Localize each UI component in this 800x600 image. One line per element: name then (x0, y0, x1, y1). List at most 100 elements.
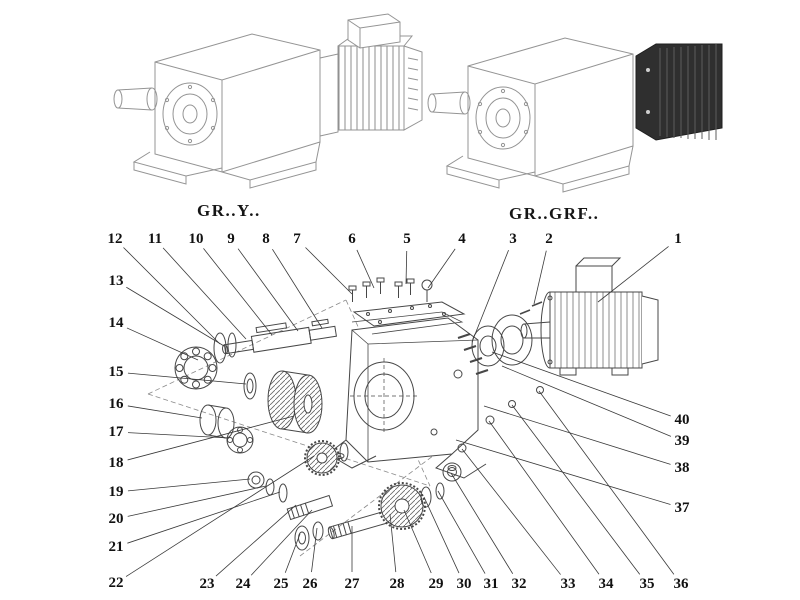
shaft-key-small (311, 318, 329, 327)
callout-number-19: 19 (109, 484, 124, 500)
leader-line-10 (203, 248, 273, 336)
leader-line-38 (483, 405, 671, 465)
leader-line-11 (162, 247, 247, 340)
leader-line-34 (488, 420, 600, 575)
leader-line-13 (126, 286, 225, 347)
leader-line-17 (127, 432, 230, 439)
cover-bolts (348, 277, 433, 302)
flange-screws (519, 301, 543, 315)
leader-line-39 (501, 365, 672, 437)
callout-number-35: 35 (640, 576, 655, 592)
bearing-large (174, 346, 218, 390)
callout-number-39: 39 (675, 433, 690, 449)
leader-line-12 (123, 247, 221, 345)
leader-line-9 (237, 248, 299, 332)
callout-number-3: 3 (509, 231, 517, 247)
leader-line-15 (127, 372, 247, 385)
leader-line-2 (533, 250, 547, 305)
callout-number-17: 17 (109, 424, 125, 440)
output-rings-bearing (420, 386, 544, 508)
retaining-ring (243, 372, 257, 400)
output-gear (378, 482, 426, 530)
callout-number-27: 27 (345, 576, 361, 592)
leader-line-22 (125, 455, 315, 577)
callout-number-10: 10 (189, 231, 204, 247)
model-label-gr-grf: GR..GRF.. (509, 204, 600, 223)
leader-line-40 (491, 351, 671, 417)
leader-line-32 (450, 472, 514, 574)
shaft-key (255, 322, 288, 334)
leader-line-14 (126, 327, 199, 361)
leader-line-30 (423, 496, 460, 574)
callout-number-4: 4 (458, 231, 466, 247)
leader-line-25 (284, 533, 301, 573)
leader-line-8 (272, 248, 323, 329)
leader-line-7 (305, 247, 353, 295)
leader-line-3 (471, 250, 509, 343)
callout-number-8: 8 (262, 231, 270, 247)
callout-number-6: 6 (348, 231, 356, 247)
callout-number-25: 25 (274, 576, 289, 592)
callout-number-14: 14 (109, 315, 125, 331)
leader-line-36 (538, 390, 675, 575)
motor (520, 257, 659, 376)
leader-line-19 (127, 478, 251, 492)
stud-bolts (457, 333, 489, 375)
callout-number-11: 11 (148, 231, 162, 247)
leader-line-6 (356, 249, 375, 289)
helical-gear-large (267, 370, 323, 434)
leader-line-5 (405, 250, 408, 285)
callout-number-33: 33 (561, 576, 576, 592)
leader-line-28 (389, 513, 397, 573)
leader-line-1 (597, 246, 669, 303)
figure-gr-y-art (113, 13, 423, 189)
callout-number-2: 2 (545, 231, 553, 247)
leader-line-20 (127, 485, 267, 517)
callout-number-13: 13 (109, 273, 124, 289)
leader-line-18 (127, 415, 295, 461)
callout-number-34: 34 (599, 576, 615, 592)
shaft-cover-discs (213, 332, 237, 364)
leader-line-37 (455, 439, 671, 505)
callout-number-40: 40 (675, 412, 690, 428)
leader-line-24 (250, 509, 313, 576)
callout-number-32: 32 (512, 576, 527, 592)
callout-number-16: 16 (109, 396, 125, 412)
leader-line-4 (427, 248, 456, 289)
callout-number-38: 38 (675, 460, 690, 476)
leader-line-29 (403, 509, 432, 574)
callout-number-7: 7 (293, 231, 301, 247)
callout-number-21: 21 (109, 539, 124, 555)
callout-number-5: 5 (403, 231, 411, 247)
leader-line-33 (461, 448, 561, 575)
motor-flange-parts (471, 314, 533, 367)
callout-number-37: 37 (675, 500, 691, 516)
callout-number-31: 31 (484, 576, 499, 592)
callout-number-9: 9 (227, 231, 235, 247)
leader-line-16 (127, 405, 203, 419)
gear-housing (327, 301, 487, 479)
intermediate-pinion (286, 494, 334, 521)
leader-line-26 (311, 527, 318, 573)
callout-number-1: 1 (674, 231, 682, 247)
leader-line-35 (511, 404, 641, 575)
brake-block (635, 43, 723, 141)
leader-line-31 (437, 490, 486, 574)
callout-number-30: 30 (457, 576, 472, 592)
callout-number-28: 28 (390, 576, 405, 592)
callout-number-29: 29 (429, 576, 444, 592)
callout-number-36: 36 (674, 576, 690, 592)
callout-number-12: 12 (108, 231, 123, 247)
callout-number-24: 24 (236, 576, 252, 592)
model-label-gr-y: GR..Y.. (197, 201, 261, 220)
exploded-view-art (147, 257, 659, 557)
leader-line-23 (215, 504, 297, 577)
callout-number-23: 23 (200, 576, 215, 592)
input-shaft-assembly (222, 318, 337, 355)
figure-gr-grf-art (427, 37, 723, 193)
gear-medium (304, 440, 349, 476)
callout-number-22: 22 (109, 575, 124, 591)
